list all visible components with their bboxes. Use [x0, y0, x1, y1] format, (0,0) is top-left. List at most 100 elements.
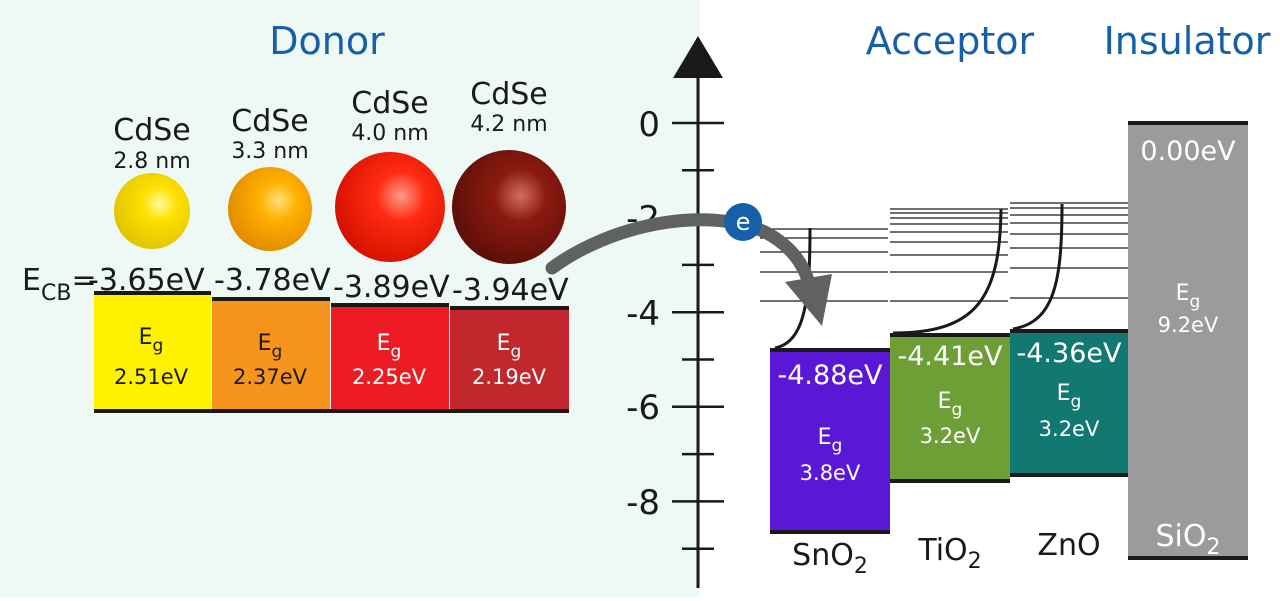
eg-main: E [938, 389, 952, 414]
dos-curve-tio2 [892, 208, 1003, 335]
material-name-tio2: TiO2 [917, 533, 981, 574]
eg-main: E [377, 331, 391, 356]
donor-cb-values: -3.65eV -3.78eV -3.89eV -3.94eV [88, 263, 569, 308]
eg-value: 2.25eV [352, 365, 427, 389]
acceptor-band-tio2 [890, 335, 1010, 481]
acceptor-dos-lines [760, 202, 1128, 302]
acceptor-band-sno2 [770, 350, 890, 532]
material-names: SnO2 TiO2 ZnO SiO2 [792, 519, 1220, 579]
material-name-zno: ZnO [1037, 528, 1100, 563]
tick-label: -6 [626, 388, 660, 428]
eg-value: 9.2eV [1158, 313, 1219, 337]
eg-symbol: Eg [377, 331, 402, 362]
acceptor-band-zno [1010, 331, 1128, 475]
dot-material: CdSe [231, 104, 309, 139]
donor-bandgap-labels: Eg 2.51eV Eg 2.37eV Eg 2.25eV Eg 2.19eV [114, 325, 547, 389]
donor-band-4-2nm [450, 308, 569, 411]
donor-band-edges [94, 291, 569, 413]
eg-symbol: Eg [139, 325, 164, 356]
eg-sub: g [511, 342, 522, 362]
eg-sub: g [1190, 292, 1201, 312]
dot-material: CdSe [470, 77, 548, 112]
formula-main: SnO [792, 538, 854, 573]
tick-label: 0 [638, 105, 660, 145]
eg-main: E [818, 425, 832, 450]
formula-sub: 2 [968, 549, 982, 574]
eg-sub: g [832, 436, 843, 456]
ecb-symbol: ECB= [22, 263, 97, 306]
dot-size: 3.3 nm [231, 139, 308, 164]
formula-main: TiO [917, 533, 967, 568]
eg-symbol: Eg [497, 331, 522, 362]
acceptor-cb-values: -4.88eV -4.41eV -4.36eV 0.00eV [778, 136, 1237, 391]
eg-symbol: Eg [258, 331, 283, 362]
donor-cb-value: -3.94eV [452, 273, 569, 308]
donor-band-2-8nm [94, 293, 211, 411]
quantum-dots [114, 150, 566, 264]
donor-cb-value: -3.89eV [333, 270, 450, 305]
insulator-band-sio2 [1128, 123, 1248, 558]
eg-sub: g [952, 400, 963, 420]
eg-symbol: Eg [818, 425, 843, 456]
donor-band-4-0nm [331, 305, 449, 411]
acceptor-heading: Acceptor [866, 19, 1035, 63]
dos-curve-zno [1012, 203, 1064, 331]
material-name-sio2: SiO2 [1156, 519, 1221, 560]
dos-curve-sno2 [774, 227, 812, 350]
eg-value: 2.37eV [233, 365, 308, 389]
ecb-sub: CB [41, 281, 71, 306]
electron: e [724, 203, 762, 241]
eg-value: 3.2eV [1039, 417, 1100, 441]
formula-sub: 2 [1207, 535, 1221, 560]
eg-value: 3.2eV [920, 424, 981, 448]
insulator-cb-value: 0.00eV [1140, 136, 1236, 167]
donor-heading: Donor [269, 19, 385, 63]
eg-sub: g [1071, 392, 1082, 412]
tick-label: -8 [626, 483, 660, 523]
eg-main: E [1057, 381, 1071, 406]
donor-bands [94, 291, 569, 413]
quantum-dot-labels: CdSe 2.8 nm CdSe 3.3 nm CdSe 4.0 nm CdSe… [113, 77, 548, 174]
eg-main: E [258, 331, 272, 356]
formula-main: SiO [1156, 519, 1207, 554]
dot-material: CdSe [351, 86, 429, 121]
quantum-dot-4-0nm [335, 152, 445, 262]
insulator-heading: Insulator [1104, 19, 1271, 63]
quantum-dot-2-8nm [114, 173, 190, 249]
eg-sub: g [153, 336, 164, 356]
dot-size: 4.2 nm [470, 112, 547, 137]
eg-symbol: Eg [1176, 281, 1201, 312]
formula-sub: 2 [854, 554, 868, 579]
transfer-arrow-head [785, 274, 832, 326]
eg-sub: g [391, 342, 402, 362]
ecb-eq: = [71, 263, 96, 298]
dot-size: 4.0 nm [351, 121, 428, 146]
eg-value: 2.51eV [114, 365, 189, 389]
eg-symbol: Eg [1057, 381, 1082, 412]
donor-cb-value: -3.78eV [214, 263, 331, 298]
eg-symbol: Eg [938, 389, 963, 420]
axis-ticks [672, 121, 724, 550]
acceptor-cb-value: -4.36eV [1017, 338, 1122, 369]
dot-size: 2.8 nm [113, 149, 190, 174]
dot-material: CdSe [113, 113, 191, 148]
donor-band-3-3nm [212, 299, 330, 411]
acceptor-bandgap-labels: Eg 3.8eV Eg 3.2eV Eg 3.2eV Eg 9.2eV [800, 281, 1219, 485]
eg-main: E [497, 331, 511, 356]
eg-main: E [139, 325, 153, 350]
eg-sub: g [272, 342, 283, 362]
tick-label: -4 [626, 294, 660, 334]
quantum-dot-3-3nm [228, 167, 312, 251]
acceptor-cb-value: -4.88eV [778, 360, 883, 391]
eg-value: 2.19eV [472, 365, 547, 389]
ecb-main: E [22, 263, 41, 298]
eg-main: E [1176, 281, 1190, 306]
eg-value: 3.8eV [800, 461, 861, 485]
quantum-dot-4-2nm [452, 150, 566, 264]
donor-cb-value: -3.65eV [88, 263, 205, 298]
dos-curves [774, 203, 1064, 350]
formula-main: ZnO [1037, 528, 1100, 563]
acceptor-band-edges [770, 121, 1248, 560]
